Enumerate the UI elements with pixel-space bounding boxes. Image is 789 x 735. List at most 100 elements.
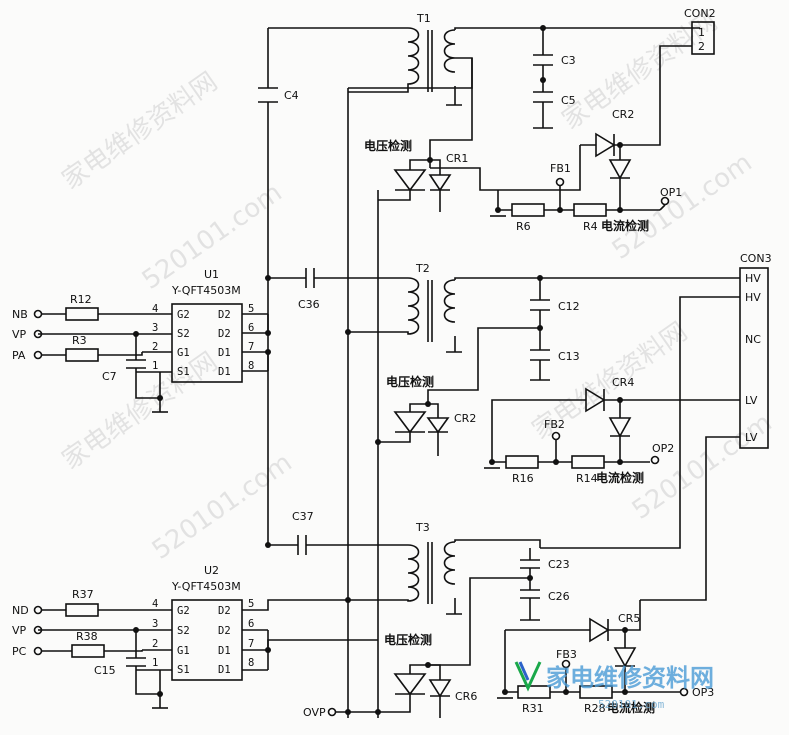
- svg-text:D1: D1: [218, 645, 231, 657]
- u1-left-pins: [38, 313, 172, 373]
- label-c7: C7: [102, 370, 117, 383]
- junction: [540, 77, 546, 83]
- diode-cr2-top: [580, 132, 620, 158]
- svg-text:4: 4: [152, 598, 158, 610]
- svg-text:2: 2: [152, 638, 158, 650]
- resistor-r38: [71, 644, 105, 658]
- diode-cr6-b: [428, 664, 452, 718]
- u1-right-pins: [242, 313, 268, 372]
- annotation-voltage-detect-2: 电压检测: [386, 374, 434, 389]
- wire: [427, 327, 540, 404]
- junction: [345, 329, 351, 335]
- watermark-text: 520101.com: [627, 408, 778, 526]
- diode-cr5: [505, 600, 641, 643]
- watermark-text: 家电维修资料网: [57, 67, 223, 196]
- label-t1: T1: [416, 12, 431, 25]
- input-vp-terminal: [33, 329, 43, 339]
- label-fb3: FB3: [556, 648, 577, 661]
- junction: [265, 330, 271, 336]
- svg-text:7: 7: [248, 341, 254, 353]
- con3-pin-hv1: HV: [745, 272, 761, 285]
- svg-text:S1: S1: [177, 664, 190, 676]
- con3-pin-lv2: LV: [745, 431, 758, 444]
- label-u1: U1: [204, 268, 219, 281]
- svg-text:2: 2: [152, 341, 158, 353]
- annotation-current-detect-2: 电流检测: [596, 470, 644, 485]
- watermark-text: 520101.com: [607, 148, 758, 266]
- label-u1-part: Y-QFT4503M: [171, 284, 241, 297]
- label-fb1: FB1: [550, 162, 571, 175]
- resistor-r6: [511, 203, 545, 217]
- con3-pin-hv2: HV: [745, 291, 761, 304]
- label-r12: R12: [70, 293, 92, 306]
- label-pc: PC: [12, 645, 27, 658]
- u2-pin-labels: G2 S2 G1 S1 D2 D2 D1 D1 4 3 2 1 5 6 7 8: [152, 598, 254, 676]
- logo-mark: [514, 661, 542, 692]
- label-r6: R6: [516, 220, 531, 233]
- capacitor-c4-symbol: [258, 87, 278, 103]
- label-c4: C4: [284, 89, 299, 102]
- connector-con2: [691, 21, 715, 55]
- svg-text:D1: D1: [218, 347, 231, 359]
- resistor-r37: [65, 603, 99, 617]
- label-c26: C26: [548, 590, 570, 603]
- svg-text:1: 1: [152, 360, 158, 372]
- label-cr6: CR6: [455, 690, 477, 703]
- resistor-r4: [573, 203, 607, 217]
- terminal-op1: [660, 196, 670, 206]
- junction: [157, 395, 163, 401]
- label-r16: R16: [512, 472, 534, 485]
- diode-cr2-lower: [608, 145, 632, 202]
- watermark-text: 520101.com: [147, 448, 298, 566]
- svg-text:G2: G2: [177, 309, 190, 321]
- label-c37: C37: [292, 510, 314, 523]
- wire: [378, 190, 411, 201]
- annotation-current-detect-3: 电流检测: [607, 700, 655, 715]
- label-r31: R31: [522, 702, 544, 715]
- con2-pin-1: 1: [698, 26, 705, 39]
- svg-text:8: 8: [248, 657, 254, 669]
- label-c13: C13: [558, 350, 580, 363]
- junction: [563, 689, 569, 695]
- wire: [491, 399, 580, 462]
- svg-text:D1: D1: [218, 366, 231, 378]
- site-logo: 家电维修资料网 520101.com: [514, 661, 714, 711]
- junction: [489, 459, 495, 465]
- label-fb2: FB2: [544, 418, 565, 431]
- wire: [640, 436, 740, 601]
- input-pc-terminal: [33, 646, 43, 656]
- label-cr2-mid: CR2: [454, 412, 476, 425]
- diode-cr6-a: [378, 664, 428, 713]
- input-nd-terminal: [33, 605, 43, 615]
- label-c5: C5: [561, 94, 576, 107]
- svg-text:D2: D2: [218, 605, 231, 617]
- svg-text:G1: G1: [177, 645, 190, 657]
- svg-text:S2: S2: [177, 625, 190, 637]
- logo-url: 520101.com: [598, 698, 665, 711]
- label-cr2-top: CR2: [612, 108, 634, 121]
- capacitor-c36: [268, 268, 408, 288]
- label-c36: C36: [298, 298, 320, 311]
- wire: [540, 296, 740, 549]
- junction: [553, 459, 559, 465]
- wire: [505, 668, 680, 693]
- junction: [622, 689, 628, 695]
- junction: [537, 275, 543, 281]
- label-op3: OP3: [692, 686, 714, 699]
- watermark-layer: 家电维修资料网 520101.com 家电维修资料网 520101.com 家电…: [57, 7, 778, 566]
- con3-pin-lv1: LV: [745, 394, 758, 407]
- terminal-op3: [679, 687, 689, 697]
- testpoint-fb2: [551, 431, 561, 441]
- svg-text:D2: D2: [218, 328, 231, 340]
- logo-text: 家电维修资料网: [546, 664, 714, 692]
- junction: [617, 207, 623, 213]
- capacitors-c23-c26: [520, 548, 540, 621]
- svg-text:6: 6: [248, 618, 254, 630]
- capacitor-c7-network: [126, 334, 161, 412]
- junction: [557, 207, 563, 213]
- label-ovp: OVP: [303, 706, 326, 719]
- wire: [429, 58, 473, 160]
- label-c12: C12: [558, 300, 580, 313]
- svg-text:G1: G1: [177, 347, 190, 359]
